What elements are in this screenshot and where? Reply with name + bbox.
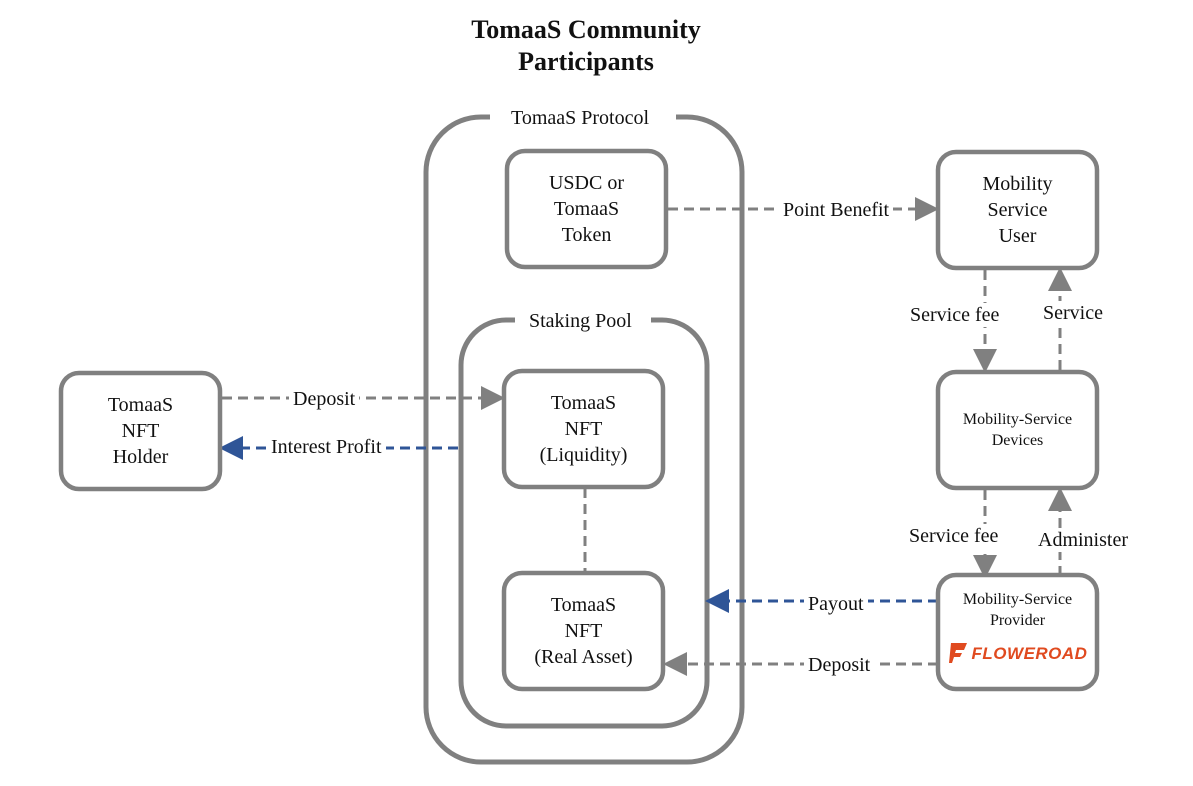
node-mobility-provider: Mobility-Service Provider FLOWEROAD <box>938 575 1097 689</box>
node-nft-real-asset-box <box>501 570 666 692</box>
node-text: Provider <box>989 612 1046 629</box>
node-nft-holder: TomaaS NFT Holder <box>61 373 220 489</box>
node-text: Devices <box>991 432 1044 449</box>
edge-label-service: Service <box>1043 301 1103 325</box>
node-text: USDC or <box>548 172 624 194</box>
node-text: TomaaS <box>107 394 174 416</box>
node-text: (Liquidity) <box>539 444 628 466</box>
edge-label-point-benefit: Point Benefit <box>779 198 894 222</box>
edge-label-payout: Payout <box>804 592 868 616</box>
node-text: User <box>998 225 1037 247</box>
edge-label-service-fee-user: Service fee <box>910 303 1000 327</box>
protocol-label: TomaaS Protocol <box>511 106 650 130</box>
title-line-1: TomaaS Community <box>471 15 701 44</box>
node-mobility-user-box <box>935 149 1100 271</box>
edge-label-deposit-holder: Deposit <box>289 387 360 411</box>
node-nft-real-asset: TomaaS NFT (Real Asset) <box>504 573 663 689</box>
node-text: Token <box>561 224 612 246</box>
node-text: TomaaS <box>553 198 620 220</box>
node-nft-liquidity: TomaaS NFT (Liquidity) <box>504 371 663 487</box>
node-text: NFT <box>564 620 603 642</box>
node-text: Mobility <box>982 173 1053 195</box>
node-mobility-devices-box <box>935 369 1100 491</box>
node-mobility-devices: Mobility-Service Devices <box>938 372 1097 488</box>
node-text: Mobility-Service <box>962 591 1073 608</box>
edge-label-interest-profit: Interest Profit <box>267 435 386 459</box>
node-usdc-token-box <box>504 148 669 270</box>
floweroad-logo: FLOWEROAD <box>948 641 1088 665</box>
title-line-2: Participants <box>518 47 654 76</box>
node-text: TomaaS <box>550 392 617 414</box>
diagram-title: TomaaS Community Participants <box>386 14 786 78</box>
edge-label-service-fee-devices: Service fee <box>909 524 999 548</box>
node-text: Mobility-Service <box>962 411 1073 428</box>
node-mobility-user: Mobility Service User <box>938 152 1097 268</box>
node-usdc-token: USDC or TomaaS Token <box>507 151 666 267</box>
node-text: Holder <box>112 446 169 468</box>
edge-label-administer: Administer <box>1038 528 1128 552</box>
node-nft-liquidity-box <box>501 368 666 490</box>
edge-label-deposit-provider: Deposit <box>804 653 875 677</box>
node-text: TomaaS <box>550 594 617 616</box>
node-text: (Real Asset) <box>534 646 633 668</box>
node-text: NFT <box>121 420 160 442</box>
node-text: Service <box>987 199 1048 221</box>
staking-pool-label: Staking Pool <box>529 309 632 333</box>
node-text: NFT <box>564 418 603 440</box>
node-nft-holder-box <box>58 370 223 492</box>
floweroad-logo-text: FLOWEROAD <box>971 643 1088 663</box>
floweroad-logo-icon <box>948 643 967 663</box>
node-mobility-provider-box <box>935 572 1100 692</box>
